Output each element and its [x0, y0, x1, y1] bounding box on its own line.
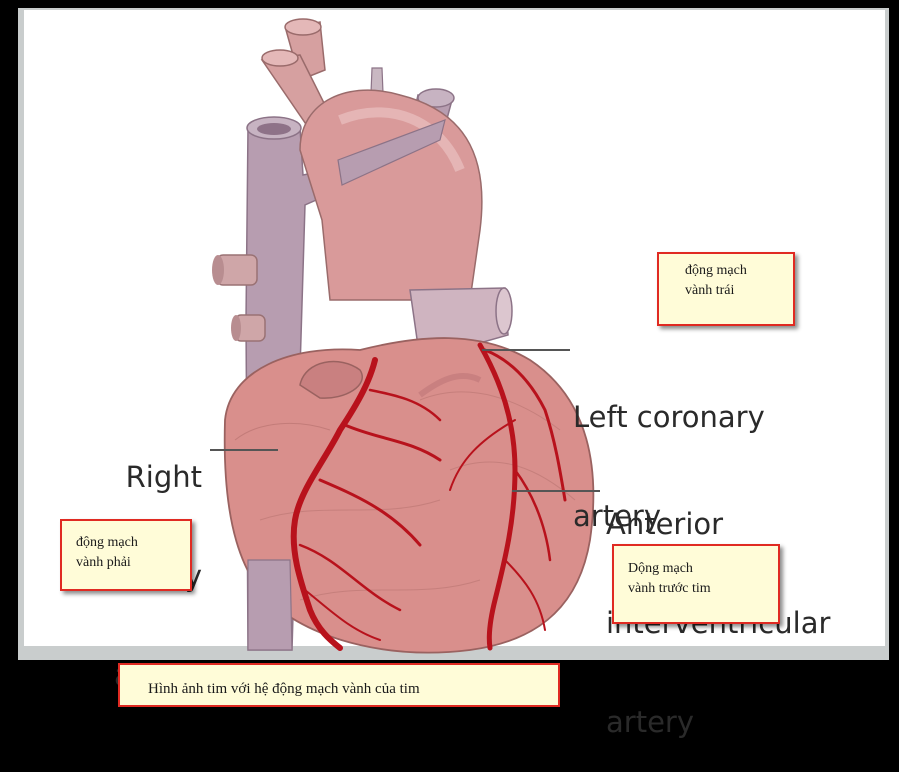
note-left-coronary-vi: động mạch vành trái: [657, 252, 795, 326]
aorta: [300, 90, 482, 300]
note-anterior-vi: Dộng mạch vành trước tim: [612, 544, 780, 624]
note-line: vành phải: [76, 553, 190, 573]
note-line: vành trái: [685, 281, 793, 301]
figure-caption: Hình ảnh tim với hệ động mạch vành của t…: [118, 663, 560, 707]
note-line: động mạch: [76, 533, 190, 553]
note-right-coronary-vi: động mạch vành phải: [60, 519, 192, 591]
label-line: Right: [62, 461, 202, 494]
leader-right-coronary: [210, 449, 278, 451]
label-line: Anterior: [606, 508, 846, 541]
note-line: động mạch: [685, 261, 793, 281]
leader-left-coronary: [482, 349, 570, 351]
inferior-vena-cava: [248, 560, 292, 650]
leader-anterior-interventricular: [512, 490, 600, 492]
label-line: artery: [606, 706, 846, 739]
label-line: Left coronary: [573, 401, 813, 434]
note-line: vành trước tim: [628, 579, 778, 599]
note-line: Dộng mạch: [628, 559, 778, 579]
